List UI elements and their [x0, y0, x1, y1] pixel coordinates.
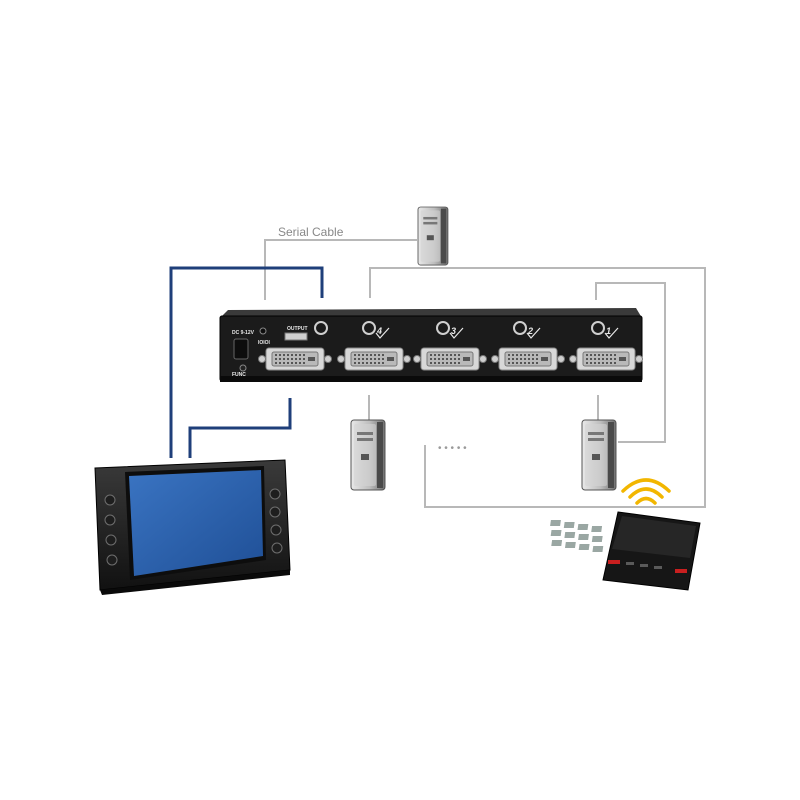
port-1: 1: [569, 321, 643, 371]
remote-control-icon: [550, 511, 701, 591]
port-4-audio-jack: [362, 321, 376, 335]
port-1-audio-jack: [591, 321, 605, 335]
cables: [169, 239, 706, 508]
port-3-number: 3: [451, 326, 456, 336]
more-computers-ellipsis: • • • • •: [438, 443, 467, 454]
ir-signal-icon: [621, 478, 671, 505]
output-label: OUTPUT: [287, 326, 308, 332]
serial-cable: [264, 239, 417, 300]
console-cable: [369, 267, 706, 508]
port-1-dvi: [569, 347, 643, 371]
power-jack: [233, 338, 249, 360]
port-3-dvi: [413, 347, 487, 371]
port-4-dvi: [337, 347, 411, 371]
port-4-number: 4: [376, 326, 382, 336]
rs232-label: IOIOI: [258, 340, 271, 346]
serial-cable-label: Serial Cable: [278, 225, 344, 239]
port-2: 2: [491, 321, 565, 371]
output-audio-jack: [314, 321, 328, 335]
port-1-number: 1: [606, 326, 611, 336]
port1-cable: [595, 282, 666, 443]
monitor-icon: [94, 459, 291, 595]
port-3: 3: [413, 321, 487, 371]
power-label: DC 9-12V: [232, 330, 255, 336]
port-4: 4: [337, 321, 411, 371]
pc-right-icon: [581, 419, 617, 491]
port-2-dvi: [491, 347, 565, 371]
port-2-audio-jack: [513, 321, 527, 335]
monitor-screen: [129, 470, 263, 576]
pc-top-icon: [417, 206, 449, 266]
video-cable-out: [169, 266, 324, 458]
port-3-audio-jack: [436, 321, 450, 335]
video-cable-in: [188, 398, 292, 458]
func-label: FUNC: [232, 372, 246, 378]
port-2-number: 2: [527, 326, 533, 336]
pc-left-icon: [350, 419, 386, 491]
output-dvi-port: [258, 347, 332, 371]
kvm-switch: DC 9-12V FUNC IOIOI OUTPUT 4 3 2: [219, 308, 643, 382]
func-button: [239, 364, 247, 372]
